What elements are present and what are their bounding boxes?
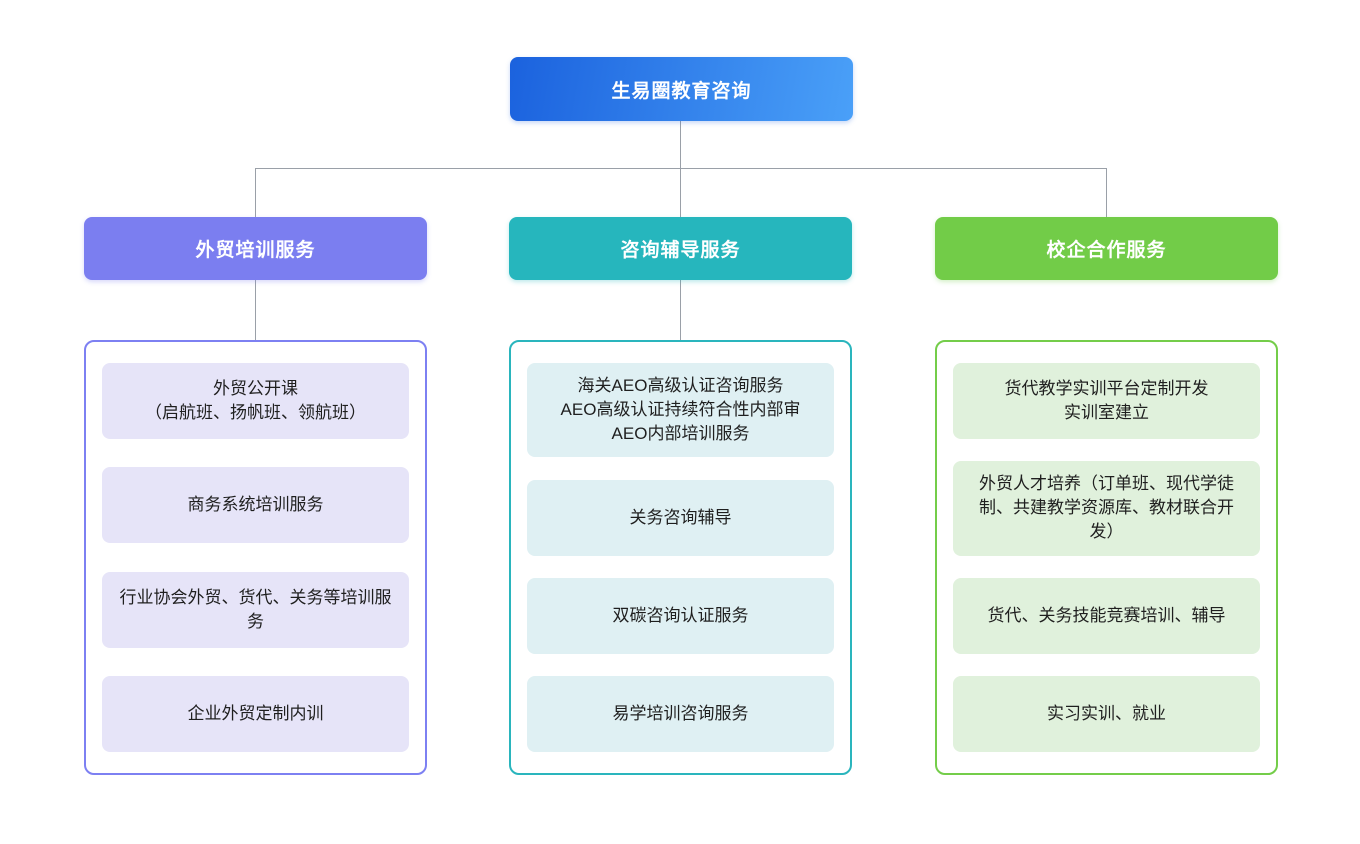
- connector-horizontal: [255, 168, 1107, 169]
- branch-header-trade-training: 外贸培训服务: [84, 217, 427, 280]
- branch-header-school-enterprise: 校企合作服务: [935, 217, 1278, 280]
- leaf-node: 行业协会外贸、货代、关务等培训服务: [102, 571, 409, 648]
- branch-box-consulting: 海关AEO高级认证咨询服务 AEO高级认证持续符合性内部审 AEO内部培训服务 …: [509, 340, 852, 775]
- leaf-node: 外贸人才培养（订单班、现代学徒制、共建教学资源库、教材联合开发）: [953, 461, 1260, 556]
- leaf-node: 外贸公开课 （启航班、扬帆班、领航班）: [102, 363, 409, 439]
- leaf-node: 货代、关务技能竞赛培训、辅导: [953, 577, 1260, 654]
- root-node-label: 生易圈教育咨询: [611, 80, 752, 102]
- branch-header-label: 校企合作服务: [1046, 240, 1167, 261]
- leaf-node: 海关AEO高级认证咨询服务 AEO高级认证持续符合性内部审 AEO内部培训服务: [527, 363, 834, 458]
- connector-root-vertical: [680, 121, 681, 168]
- branch-box-school-enterprise: 货代教学实训平台定制开发 实训室建立 外贸人才培养（订单班、现代学徒制、共建教学…: [935, 340, 1278, 775]
- leaf-node: 关务咨询辅导: [527, 479, 834, 556]
- branch-box-trade-training: 外贸公开课 （启航班、扬帆班、领航班） 商务系统培训服务 行业协会外贸、货代、关…: [84, 340, 427, 775]
- root-node: 生易圈教育咨询: [510, 57, 853, 121]
- leaf-node: 商务系统培训服务: [102, 467, 409, 544]
- leaf-node: 实习实训、就业: [953, 675, 1260, 752]
- leaf-node: 货代教学实训平台定制开发 实训室建立: [953, 363, 1260, 439]
- connector-drop-branch-3: [1106, 168, 1107, 217]
- leaf-node: 企业外贸定制内训: [102, 675, 409, 752]
- connector-header-box-2: [680, 280, 681, 340]
- branch-header-label: 外贸培训服务: [195, 240, 316, 261]
- branch-header-label: 咨询辅导服务: [620, 240, 741, 261]
- connector-drop-branch-1: [255, 168, 256, 217]
- connector-header-box-1: [255, 280, 256, 340]
- leaf-node: 双碳咨询认证服务: [527, 577, 834, 654]
- connector-drop-branch-2: [680, 168, 681, 217]
- branch-header-consulting: 咨询辅导服务: [509, 217, 852, 280]
- leaf-node: 易学培训咨询服务: [527, 675, 834, 752]
